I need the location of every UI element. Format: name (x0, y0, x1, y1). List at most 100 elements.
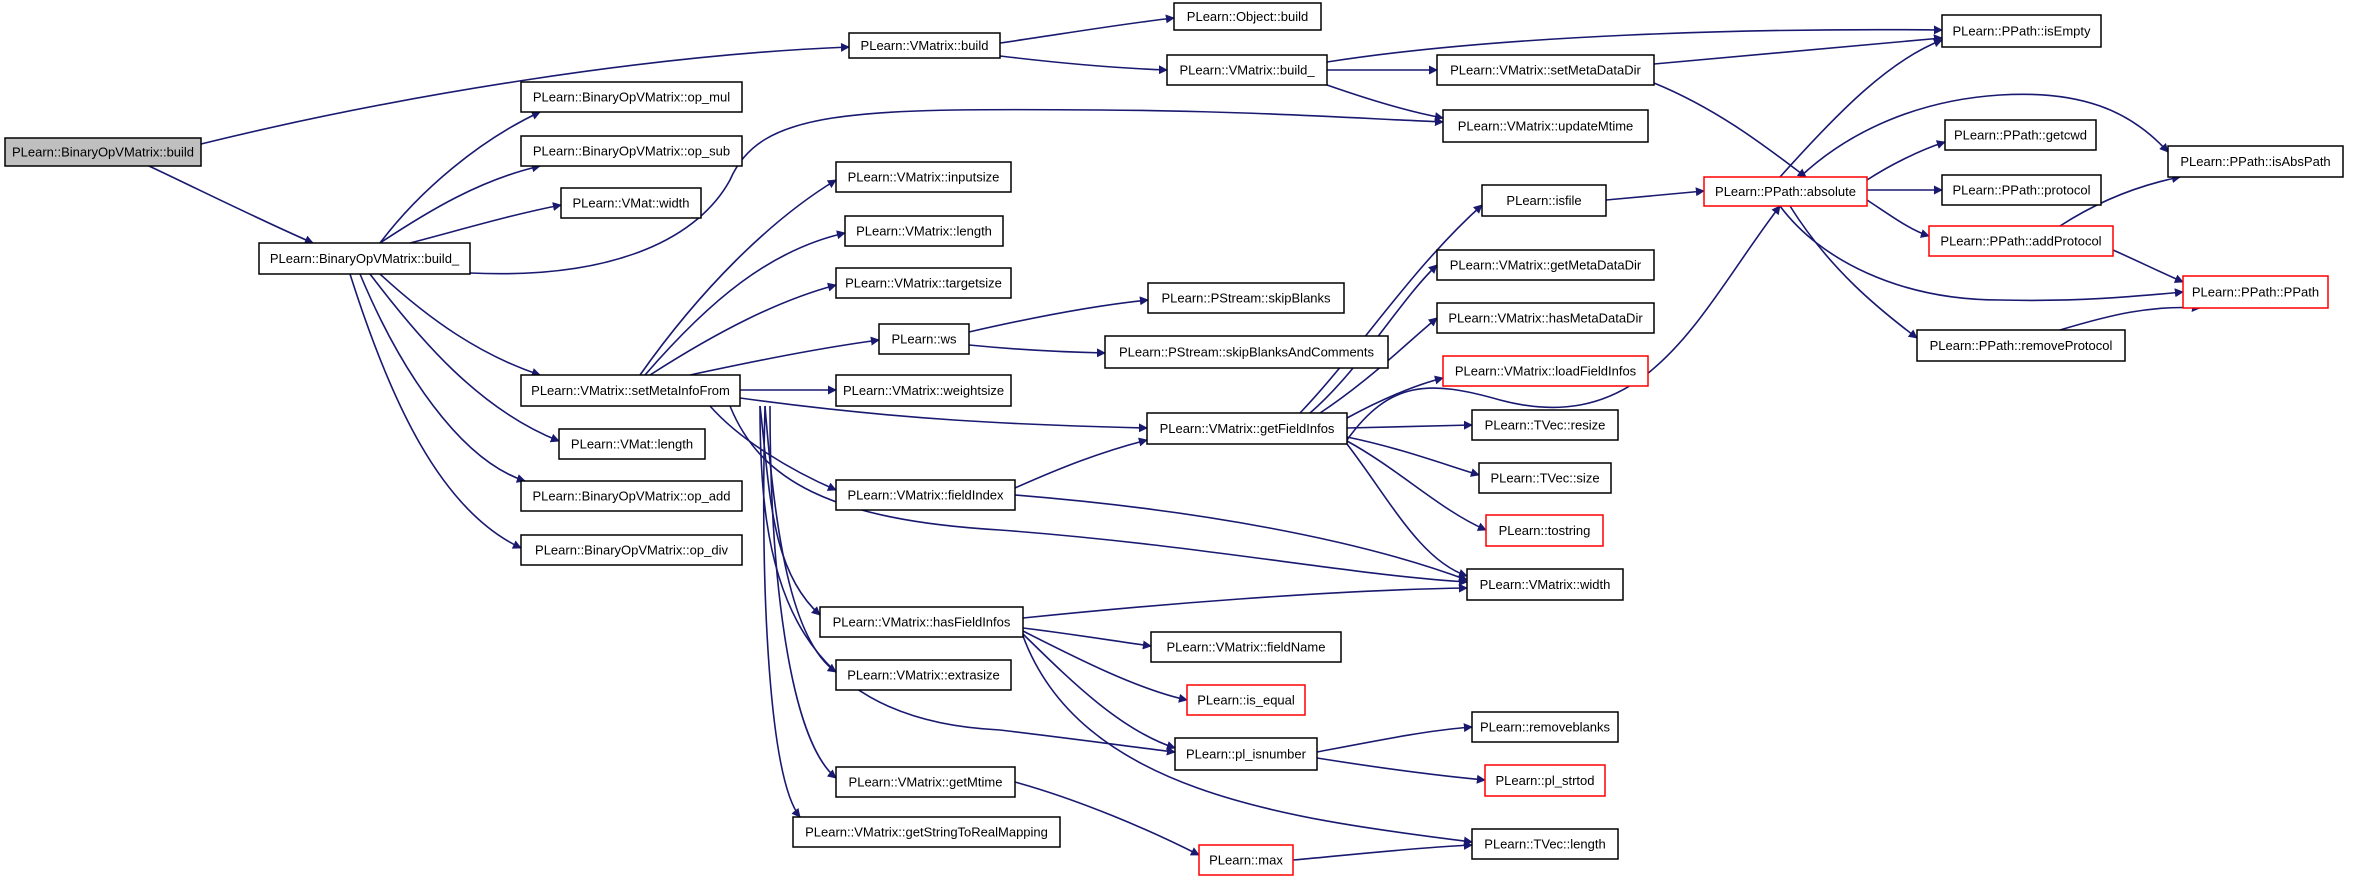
graph-node-max[interactable]: PLearn::max (1198, 844, 1294, 876)
call-edge (379, 273, 541, 377)
node-label: PLearn::VMatrix::setMetaInfoFrom (531, 383, 730, 398)
graph-node-isfile[interactable]: PLearn::isfile (1481, 184, 1607, 217)
graph-node-hasfieldinfos[interactable]: PLearn::VMatrix::hasFieldInfos (819, 606, 1024, 638)
node-box (1478, 462, 1612, 494)
graph-node-loadfieldinfos[interactable]: PLearn::VMatrix::loadFieldInfos (1442, 355, 1649, 387)
call-edge (1014, 781, 1200, 856)
call-edge (1346, 205, 1781, 441)
graph-node-bovm-build-[interactable]: PLearn::BinaryOpVMatrix::build_ (258, 242, 471, 275)
node-box (1471, 409, 1619, 441)
call-edge (999, 55, 1168, 75)
call-edge (739, 397, 1148, 433)
node-box (1941, 174, 2102, 206)
graph-node-extrasize[interactable]: PLearn::VMatrix::extrasize (835, 659, 1012, 691)
graph-node-targetsize[interactable]: PLearn::VMatrix::targetsize (835, 267, 1012, 299)
node-box (1471, 828, 1619, 860)
graph-node-op-sub[interactable]: PLearn::BinaryOpVMatrix::op_sub (520, 135, 743, 167)
call-edge (649, 282, 837, 376)
graph-node-op-add[interactable]: PLearn::BinaryOpVMatrix::op_add (520, 480, 743, 512)
graph-node-vm-length[interactable]: PLearn::VMatrix::length (844, 215, 1004, 247)
call-edge (379, 163, 541, 244)
graph-node-protocol[interactable]: PLearn::PPath::protocol (1941, 174, 2102, 206)
graph-node-vm-build-[interactable]: PLearn::VMatrix::build_ (1166, 54, 1328, 86)
graph-node-vm-build[interactable]: PLearn::VMatrix::build (848, 32, 1001, 59)
graph-node-updatemtime[interactable]: PLearn::VMatrix::updateMtime (1442, 109, 1649, 143)
node-label: PLearn::TVec::size (1490, 471, 1599, 486)
node-box (1471, 711, 1619, 743)
graph-node-ppath[interactable]: PLearn::PPath::PPath (2182, 275, 2329, 309)
graph-node-fieldname[interactable]: PLearn::VMatrix::fieldName (1150, 631, 1342, 663)
node-box (1147, 282, 1345, 314)
graph-node-removeprotocol[interactable]: PLearn::PPath::removeProtocol (1916, 329, 2126, 362)
call-edge (2112, 249, 2184, 283)
graph-node-removeblanks[interactable]: PLearn::removeblanks (1471, 711, 1619, 743)
graph-node-root[interactable]: PLearn::BinaryOpVMatrix::build (4, 137, 202, 167)
graph-node-getmtime[interactable]: PLearn::VMatrix::getMtime (835, 766, 1016, 798)
graph-node-getstringtoreal[interactable]: PLearn::VMatrix::getStringToRealMapping (792, 816, 1061, 848)
node-box (1436, 249, 1655, 281)
call-edge (689, 336, 880, 376)
graph-node-getfieldinfos[interactable]: PLearn::VMatrix::getFieldInfos (1146, 412, 1348, 445)
node-label: PLearn::PPath::getcwd (1954, 128, 2087, 143)
graph-node-inputsize[interactable]: PLearn::VMatrix::inputsize (835, 161, 1012, 193)
edges-layer (148, 14, 2201, 861)
node-label: PLearn::VMatrix::updateMtime (1458, 119, 1634, 134)
node-box (558, 428, 706, 460)
graph-node-setmetadatadir[interactable]: PLearn::VMatrix::setMetaDataDir (1436, 54, 1655, 86)
node-box (1186, 684, 1306, 716)
graph-node-isabspath[interactable]: PLearn::PPath::isAbsPath (2167, 145, 2344, 178)
node-label: PLearn::VMatrix::build (861, 38, 989, 53)
call-edge (1316, 757, 1486, 784)
node-label: PLearn::VMatrix::build_ (1179, 63, 1315, 78)
call-edge (759, 405, 1176, 756)
node-label: PLearn::VMatrix::targetsize (845, 276, 1002, 291)
node-box (1436, 302, 1655, 334)
call-edge (2059, 174, 2181, 227)
call-edge (644, 230, 846, 376)
graph-node-skipblanks[interactable]: PLearn::PStream::skipBlanks (1147, 282, 1345, 314)
graph-node-tvec-size[interactable]: PLearn::TVec::size (1478, 462, 1612, 494)
graph-node-obj-build[interactable]: PLearn::Object::build (1173, 2, 1322, 31)
node-box (1928, 225, 2114, 257)
node-box (878, 323, 970, 355)
node-label: PLearn::VMatrix::weightsize (843, 383, 1004, 398)
call-edge (1789, 205, 1918, 339)
node-label: PLearn::Object::build (1187, 9, 1308, 24)
graph-node-op-mul[interactable]: PLearn::BinaryOpVMatrix::op_mul (520, 81, 743, 113)
graph-node-skipblankscomments[interactable]: PLearn::PStream::skipBlanksAndComments (1104, 335, 1389, 369)
graph-node-tvec-length[interactable]: PLearn::TVec::length (1471, 828, 1619, 860)
call-edge (1014, 494, 1468, 582)
graph-node-isempty[interactable]: PLearn::PPath::isEmpty (1941, 14, 2102, 48)
node-box (1941, 14, 2102, 48)
graph-node-pl-strtod[interactable]: PLearn::pl_strtod (1484, 764, 1606, 797)
call-edge (1866, 199, 1930, 238)
graph-node-tostring[interactable]: PLearn::tostring (1485, 514, 1604, 547)
graph-node-getcwd[interactable]: PLearn::PPath::getcwd (1944, 119, 2097, 151)
node-label: PLearn::PPath::addProtocol (1940, 234, 2101, 249)
node-label: PLearn::VMatrix::getFieldInfos (1160, 421, 1335, 436)
graph-node-hasmetadatadir[interactable]: PLearn::VMatrix::hasMetaDataDir (1436, 302, 1655, 334)
graph-node-absolute[interactable]: PLearn::PPath::absolute (1703, 176, 1868, 207)
graph-node-tvec-resize[interactable]: PLearn::TVec::resize (1471, 409, 1619, 441)
node-label: PLearn::VMatrix::extrasize (847, 668, 999, 683)
graph-node-vmat-width[interactable]: PLearn::VMat::width (560, 187, 702, 219)
graph-node-weightsize[interactable]: PLearn::VMatrix::weightsize (835, 374, 1012, 407)
graph-node-pl-isnumber[interactable]: PLearn::pl_isnumber (1174, 737, 1318, 771)
call-edge (1326, 25, 1943, 63)
graph-node-fieldindex[interactable]: PLearn::VMatrix::fieldIndex (835, 479, 1016, 511)
graph-node-op-div[interactable]: PLearn::BinaryOpVMatrix::op_div (520, 534, 743, 566)
graph-node-setmetainfofrom[interactable]: PLearn::VMatrix::setMetaInfoFrom (520, 374, 741, 407)
node-label: PLearn::VMatrix::loadFieldInfos (1455, 364, 1637, 379)
graph-node-addprotocol[interactable]: PLearn::PPath::addProtocol (1928, 225, 2114, 257)
call-edge (709, 405, 837, 491)
call-edge (968, 296, 1149, 333)
graph-node-vm-width[interactable]: PLearn::VMatrix::width (1466, 568, 1624, 601)
graph-node-getmetadatadir[interactable]: PLearn::VMatrix::getMetaDataDir (1436, 249, 1655, 281)
graph-node-vmat-length[interactable]: PLearn::VMat::length (558, 428, 706, 460)
node-label: PLearn::VMatrix::getMetaDataDir (1450, 258, 1642, 273)
call-edge (639, 179, 837, 376)
graph-node-ws[interactable]: PLearn::ws (878, 323, 970, 355)
node-label: PLearn::PPath::protocol (1952, 183, 2090, 198)
graph-node-is-equal[interactable]: PLearn::is_equal (1186, 684, 1306, 716)
node-box (1104, 335, 1389, 369)
